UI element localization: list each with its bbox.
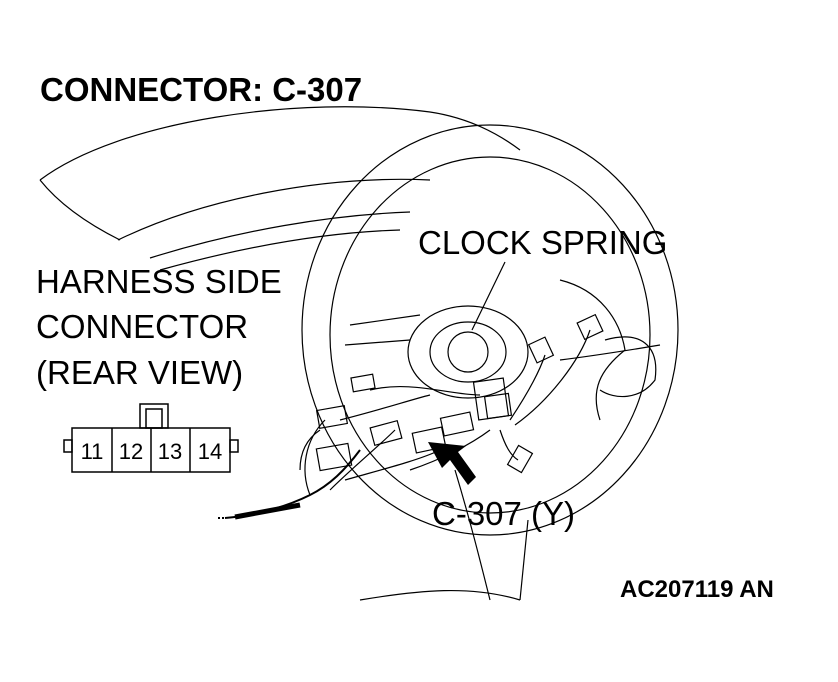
harness-branch-2 — [329, 429, 396, 491]
harness-branch-6 — [509, 354, 546, 421]
pin-11: 11 — [81, 439, 104, 464]
connector-e — [411, 426, 447, 454]
clock-spring-label: CLOCK SPRING — [418, 224, 668, 261]
wheel-rim-outer — [301, 124, 679, 536]
connector-i — [439, 411, 475, 437]
harness-label-line2: CONNECTOR — [36, 308, 249, 345]
clock-spring-outer — [407, 305, 529, 399]
connector-d — [315, 442, 353, 472]
wheel-right-pad — [599, 336, 657, 398]
connector-f — [527, 336, 555, 364]
connector-c — [369, 419, 403, 447]
wheel-rim-inner — [329, 156, 651, 514]
harness-branch-4 — [369, 385, 481, 396]
column-cover — [344, 314, 421, 346]
column-right — [519, 519, 529, 601]
clock-spring-ring — [429, 321, 507, 383]
wheel-hub-cover — [559, 279, 626, 421]
harness-label-line1: HARNESS SIDE — [36, 263, 282, 300]
pin-12: 12 — [119, 439, 143, 464]
harness-connector-face — [63, 403, 239, 473]
connector-a — [315, 405, 349, 429]
harness-branch-7 — [514, 329, 591, 426]
connector-h — [506, 444, 534, 474]
dashboard-upper-edge — [39, 179, 121, 241]
dashboard-outline — [39, 106, 521, 181]
clock-spring-inner — [447, 331, 489, 373]
wheel-spoke-left — [339, 394, 431, 421]
figure-code: AC207119 AN — [620, 576, 774, 603]
dashboard-lower-curve — [117, 178, 431, 241]
dashboard-vent-line — [149, 211, 411, 259]
wheel-spoke-right — [559, 344, 661, 361]
harness-thick-segment — [234, 502, 301, 520]
pin-14: 14 — [198, 439, 222, 464]
harness-branch-3 — [344, 449, 441, 481]
clock-spring-connector-2 — [483, 392, 513, 420]
column-lower — [359, 589, 521, 601]
clock-spring-leader — [471, 261, 506, 331]
connector-b — [350, 373, 376, 393]
callout-arrow — [428, 442, 476, 485]
connector-callout-label: C-307 (Y) — [432, 495, 576, 532]
harness-branch-5 — [299, 429, 321, 471]
pin-13: 13 — [158, 439, 182, 464]
connector-g — [576, 313, 604, 341]
harness-branch-1 — [304, 419, 326, 496]
clock-spring-connector — [472, 377, 510, 421]
harness-branch-8 — [499, 429, 519, 461]
dashboard-vent-line-2 — [159, 229, 401, 271]
wheel-spoke-lower — [454, 469, 491, 601]
page-title: CONNECTOR: C-307 — [40, 71, 363, 108]
harness-label-line3: (REAR VIEW) — [36, 354, 244, 391]
